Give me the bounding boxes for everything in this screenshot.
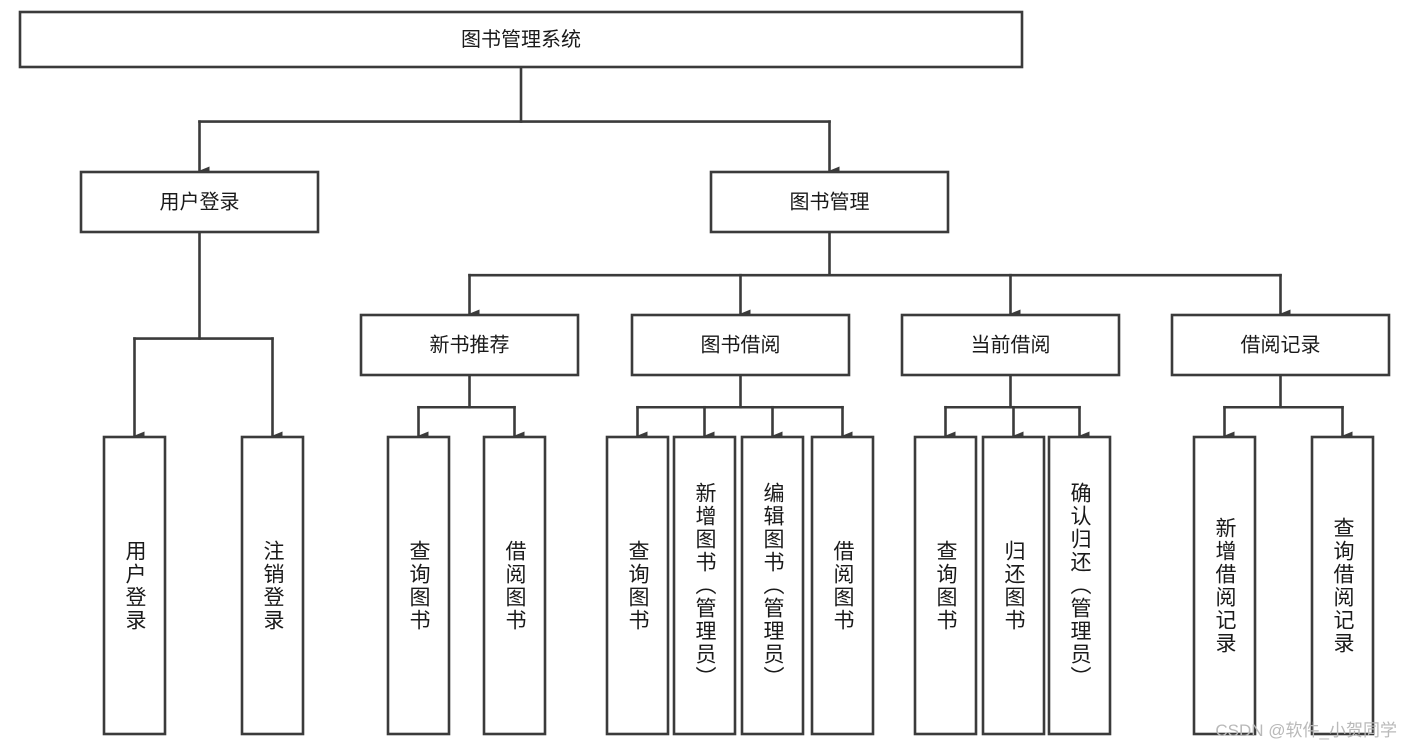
node-box-layer [18, 10, 1391, 736]
node-box-leaf-borrow-book-rec [482, 435, 547, 736]
node-box-leaf-query-borrow-record [1310, 435, 1375, 736]
node-box-leaf-add-borrow-record [1192, 435, 1257, 736]
node-box-leaf-query-book-current [913, 435, 978, 736]
watermark-text: CSDN @软件_小贺同学 [1215, 721, 1397, 740]
node-box-leaf-edit-book-admin [740, 435, 805, 736]
node-box-root [18, 10, 1024, 69]
node-box-borrow-record [1170, 313, 1391, 377]
node-box-leaf-logout [240, 435, 305, 736]
node-box-leaf-add-book-admin [672, 435, 737, 736]
node-label-current-borrow: 当前借阅 [971, 333, 1051, 356]
node-label-book-borrow: 图书借阅 [701, 333, 781, 356]
node-box-book-management [709, 170, 950, 234]
node-box-leaf-return-book [981, 435, 1046, 736]
node-label-book-management: 图书管理 [790, 190, 870, 213]
node-label-user-login: 用户登录 [160, 190, 240, 213]
node-box-leaf-user-login [102, 435, 167, 736]
node-label-borrow-record: 借阅记录 [1241, 333, 1321, 356]
node-label-new-book-recommend: 新书推荐 [430, 333, 510, 356]
node-box-new-book-recommend [359, 313, 580, 377]
node-box-leaf-query-book-borrow [605, 435, 670, 736]
connector-layer [133, 65, 1353, 441]
node-box-leaf-confirm-return-admin [1047, 435, 1112, 736]
node-box-user-login [79, 170, 320, 234]
node-box-leaf-query-book-rec [386, 435, 451, 736]
node-box-book-borrow [630, 313, 851, 377]
node-box-current-borrow [900, 313, 1121, 377]
node-box-leaf-borrow-book [810, 435, 875, 736]
node-label-root: 图书管理系统 [461, 28, 581, 51]
